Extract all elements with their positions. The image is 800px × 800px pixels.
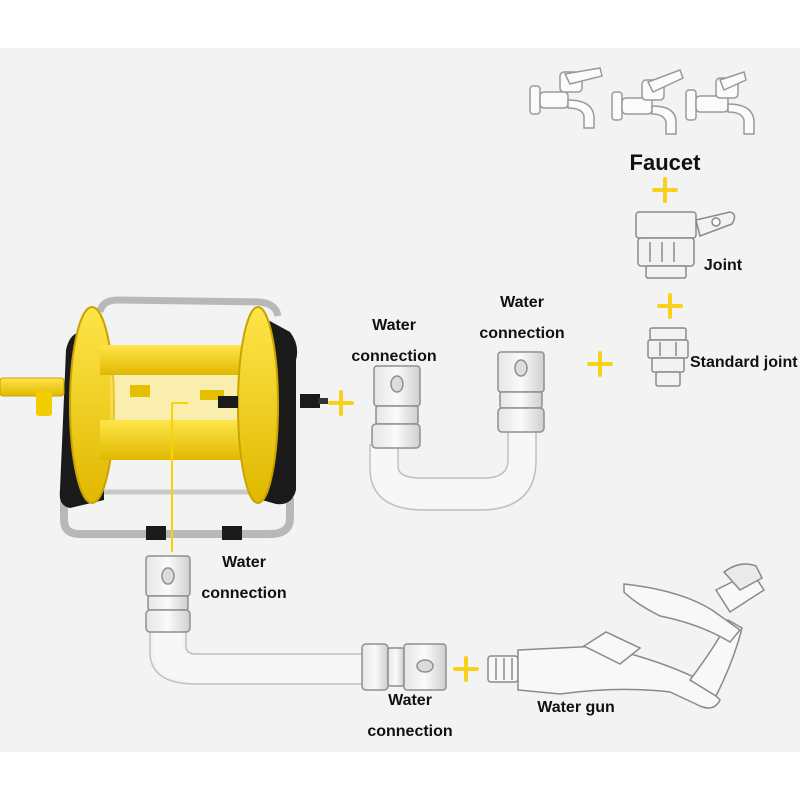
hose-reel-image <box>0 296 328 540</box>
water-gun-image <box>487 563 766 709</box>
standard-joint-label: Standard joint <box>690 354 798 371</box>
water-gun-label: Water gun <box>537 699 615 716</box>
water-connection-label-2-line-2: connection <box>479 325 565 342</box>
water-connection-label-4: Water connection <box>360 685 460 747</box>
plus-icon-faucet-joint <box>652 177 678 203</box>
faucet-image-3 <box>685 71 755 135</box>
water-connection-label-1-line-1: Water <box>372 317 416 334</box>
water-connection-label-4-line-1: Water <box>388 692 432 709</box>
water-connection-image-1 <box>371 365 421 449</box>
water-connection-image-2 <box>497 351 545 433</box>
plus-icon-reel-upper-hose <box>328 390 354 416</box>
faucet-image-1 <box>529 67 603 129</box>
plus-icon-upper-hose-standard <box>587 351 613 377</box>
faucet-label: Faucet <box>629 150 701 175</box>
standard-joint-image <box>647 327 689 387</box>
water-connection-label-3-line-2: connection <box>201 585 287 602</box>
water-connection-image-4 <box>361 643 447 691</box>
water-connection-image-3 <box>145 555 191 633</box>
water-connection-label-4-line-2: connection <box>367 723 453 740</box>
water-connection-label-3: Water connection <box>194 547 294 609</box>
lower-hose-assembly <box>149 626 370 685</box>
faucet-image-2 <box>611 69 684 135</box>
hose-connector-line <box>171 402 188 552</box>
water-connection-label-1-line-2: connection <box>351 348 437 365</box>
joint-label: Joint <box>703 257 743 274</box>
plus-icon-joint-standard <box>657 293 683 319</box>
water-connection-label-3-line-1: Water <box>222 554 266 571</box>
upper-hose-assembly <box>369 430 537 511</box>
water-connection-label-2: Water connection <box>472 287 572 349</box>
joint-image <box>635 211 736 279</box>
water-connection-label-1: Water connection <box>344 310 444 372</box>
plus-icon-lower-hose-gun <box>453 656 479 682</box>
water-connection-label-2-line-1: Water <box>500 294 544 311</box>
